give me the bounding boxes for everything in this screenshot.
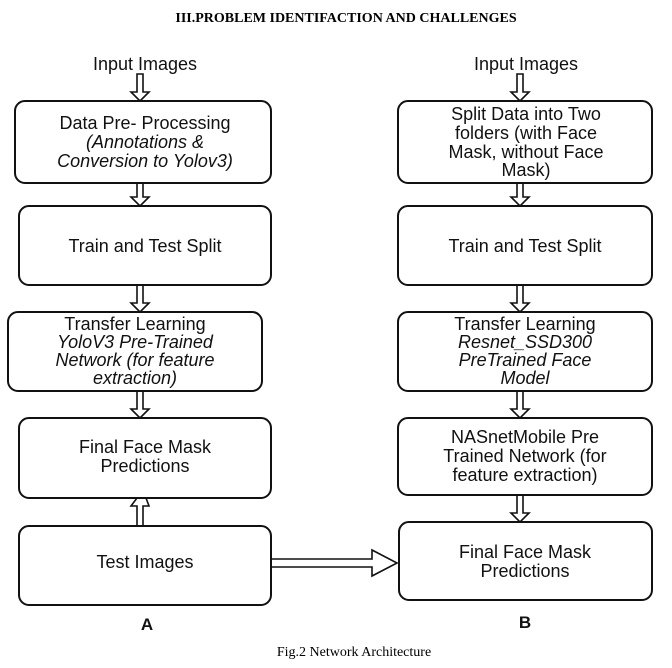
flow-a-box-transfer-learning (7, 311, 263, 392)
flow-b-box-final-predictions (398, 521, 653, 601)
flow-a-box-preprocessing-line1: Data Pre- Processing (59, 113, 230, 133)
flow-a-arrow-4 (129, 390, 151, 420)
flow-a-box-transfer-line1: Transfer Learning (64, 314, 205, 334)
flow-a-letter: A (141, 615, 153, 634)
flow-a-box-final-predictions (18, 417, 272, 499)
flow-a-box-train-test-label: Train and Test Split (68, 236, 221, 256)
flow-b-arrow-4 (509, 390, 531, 420)
flow-a-box-preprocessing (14, 100, 272, 184)
flow-a-box-train-test (18, 205, 272, 286)
flow-b-arrow-3 (509, 284, 531, 314)
flow-b-box-transfer-line4: Model (500, 368, 550, 388)
flow-b-box-split-line3: Mask, without Face (448, 142, 603, 162)
test-images-to-b-arrow (270, 548, 399, 578)
flow-b-box-split-line4: Mask) (502, 160, 551, 180)
flow-a-box-preprocessing-line2: (Annotations & (86, 132, 204, 152)
flow-a-box-test-images-label: Test Images (96, 552, 193, 572)
flow-b-arrow-1 (509, 73, 531, 103)
flow-b-arrow-5 (509, 494, 531, 524)
flow-b-box-train-test-label: Train and Test Split (448, 236, 601, 256)
flow-b-box-split-data (397, 100, 653, 184)
flow-b-input-label: Input Images (474, 54, 578, 74)
flow-b-box-final-line2: Predictions (480, 561, 569, 581)
flow-a-box-preprocessing-line3: Conversion to Yolov3) (57, 151, 233, 171)
flow-a-input-label: Input Images (93, 54, 197, 74)
flow-a-box-transfer-line3: Network (for feature (55, 350, 214, 370)
flow-a-box-transfer-line4: extraction) (93, 368, 177, 388)
flow-b-arrow-2 (509, 182, 531, 208)
flow-b: Input Images Split Data into Two folders… (397, 54, 653, 632)
flow-b-box-transfer-line1: Transfer Learning (454, 314, 595, 334)
flow-b-box-transfer-learning (397, 311, 653, 392)
flow-a-box-transfer-line2: YoloV3 Pre-Trained (57, 332, 214, 352)
flow-a-box-final-line2: Predictions (100, 456, 189, 476)
flow-a-arrow-up (129, 497, 151, 527)
flow-a-arrow-3 (129, 284, 151, 314)
flow-a: Input Images Data Pre- Processing (Annot… (7, 54, 272, 634)
flow-b-box-final-line1: Final Face Mask (459, 542, 592, 562)
flow-b-box-transfer-line2: Resnet_SSD300 (458, 332, 592, 352)
section-heading: III.PROBLEM IDENTIFACTION AND CHALLENGES (175, 11, 516, 26)
flow-b-box-nasnet-line2: Trained Network (for (443, 446, 606, 466)
flow-b-box-transfer-line3: PreTrained Face (459, 350, 592, 370)
flow-b-box-train-test (397, 205, 653, 286)
flow-b-box-split-line2: folders (with Face (455, 123, 597, 143)
flow-b-box-nasnet (397, 417, 653, 496)
flow-a-box-final-line1: Final Face Mask (79, 437, 212, 457)
flow-b-box-nasnet-line3: feature extraction) (452, 465, 597, 485)
flow-a-arrow-2 (129, 182, 151, 208)
flow-b-box-nasnet-line1: NASnetMobile Pre (451, 427, 599, 447)
figure-caption: Fig.2 Network Architecture (277, 645, 431, 660)
flow-b-letter: B (519, 613, 531, 632)
flow-a-arrow-1 (129, 73, 151, 103)
flow-b-box-split-line1: Split Data into Two (451, 104, 601, 124)
